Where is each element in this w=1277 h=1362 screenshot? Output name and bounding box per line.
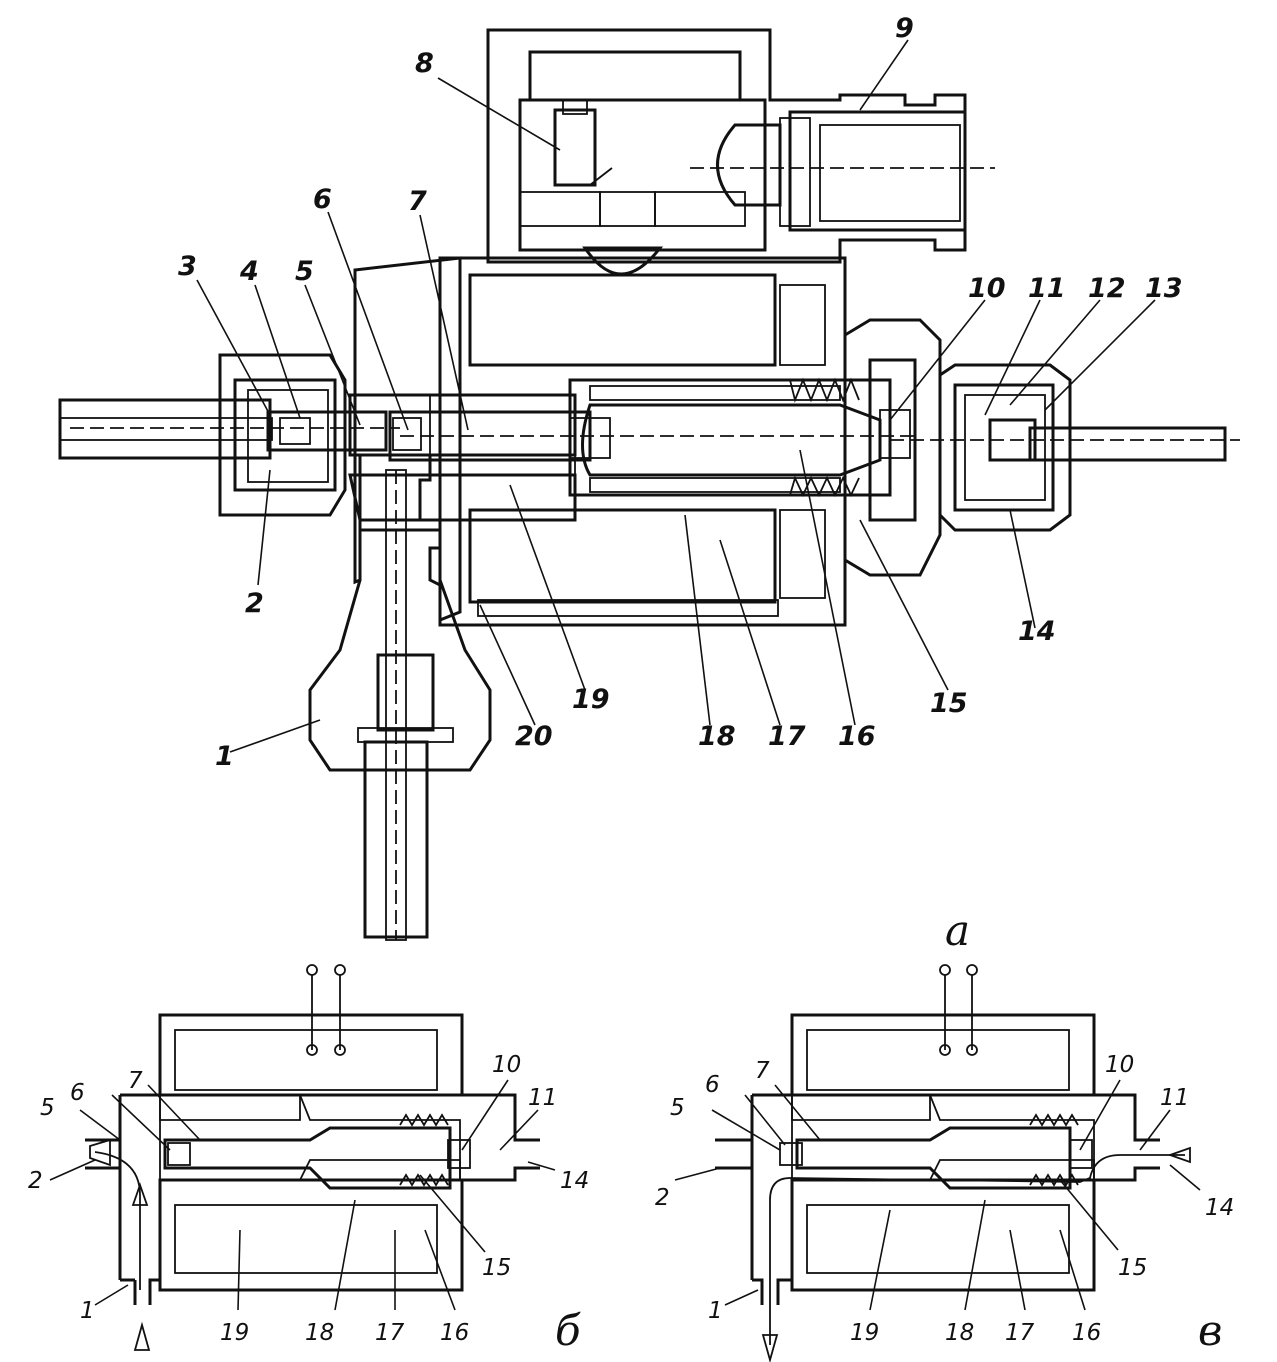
callout-6: 6 (313, 184, 332, 215)
solenoid-coil (438, 256, 847, 627)
callout-v-14: 14 (1205, 1195, 1234, 1221)
callout-v-2: 2 (655, 1185, 670, 1211)
view-label-v: в (1198, 1306, 1222, 1355)
view-v-schematic: 5 6 7 10 11 14 15 2 1 19 18 17 16 в (655, 964, 1234, 1362)
callout-v-19: 19 (850, 1320, 879, 1346)
callout-b-10: 10 (492, 1052, 521, 1078)
callout-b-2: 2 (28, 1168, 43, 1194)
view-a-callouts: 8 9 6 7 3 4 5 2 10 11 12 13 14 15 16 17 … (178, 13, 1183, 772)
callout-v-16: 16 (1072, 1320, 1101, 1346)
callout-19: 19 (572, 684, 610, 715)
callout-15: 15 (930, 688, 968, 719)
callout-b-15: 15 (482, 1255, 511, 1281)
callout-1: 1 (215, 741, 234, 772)
callout-13: 13 (1145, 273, 1183, 304)
callout-3: 3 (178, 251, 197, 282)
callout-v-5: 5 (670, 1095, 685, 1121)
view-b-schematic: 5 6 7 10 11 14 15 2 1 19 18 17 16 б (28, 964, 589, 1355)
callout-9: 9 (895, 13, 914, 44)
callout-b-6: 6 (70, 1080, 85, 1106)
callout-v-11: 11 (1160, 1085, 1189, 1111)
callout-16: 16 (838, 721, 876, 752)
view-b-callouts: 5 6 7 10 11 14 15 2 1 19 18 17 16 (28, 1052, 589, 1346)
callout-v-17: 17 (1005, 1320, 1035, 1346)
callout-b-7: 7 (128, 1068, 143, 1094)
callout-b-16: 16 (440, 1320, 469, 1346)
callout-b-14: 14 (560, 1168, 589, 1194)
outlet-pipe-vertical (308, 469, 492, 941)
valve-body (348, 256, 577, 623)
callout-7: 7 (408, 186, 427, 217)
connector-housing (486, 28, 995, 276)
callout-20: 20 (515, 721, 553, 752)
callout-14: 14 (1018, 616, 1056, 647)
callout-4: 4 (239, 256, 259, 287)
callout-b-19: 19 (220, 1320, 249, 1346)
callout-11: 11 (1028, 273, 1066, 304)
armature-core (388, 377, 920, 498)
callout-b-5: 5 (40, 1095, 55, 1121)
right-union (843, 318, 1240, 577)
callout-b-1: 1 (80, 1298, 95, 1324)
view-v-callouts: 5 6 7 10 11 14 15 2 1 19 18 17 16 (655, 1052, 1234, 1346)
callout-2: 2 (245, 588, 264, 619)
callout-v-10: 10 (1105, 1052, 1134, 1078)
callout-b-18: 18 (305, 1320, 334, 1346)
view-label-a: а (945, 906, 970, 955)
callout-10: 10 (968, 273, 1006, 304)
callout-b-17: 17 (375, 1320, 405, 1346)
callout-v-15: 15 (1118, 1255, 1147, 1281)
callout-18: 18 (698, 721, 736, 752)
callout-5: 5 (295, 256, 314, 287)
callout-12: 12 (1088, 273, 1126, 304)
callout-b-11: 11 (528, 1085, 557, 1111)
callout-v-18: 18 (945, 1320, 974, 1346)
callout-17: 17 (768, 721, 806, 752)
view-label-b: б (555, 1306, 581, 1355)
view-a-assembly: 8 9 6 7 3 4 5 2 10 11 12 13 14 15 16 17 … (58, 13, 1240, 955)
callout-v-7: 7 (755, 1058, 770, 1084)
left-union (58, 353, 400, 517)
callout-v-1: 1 (708, 1298, 723, 1324)
callout-v-6: 6 (705, 1072, 720, 1098)
callout-8: 8 (415, 48, 434, 79)
view-a-leaders (196, 39, 1156, 753)
